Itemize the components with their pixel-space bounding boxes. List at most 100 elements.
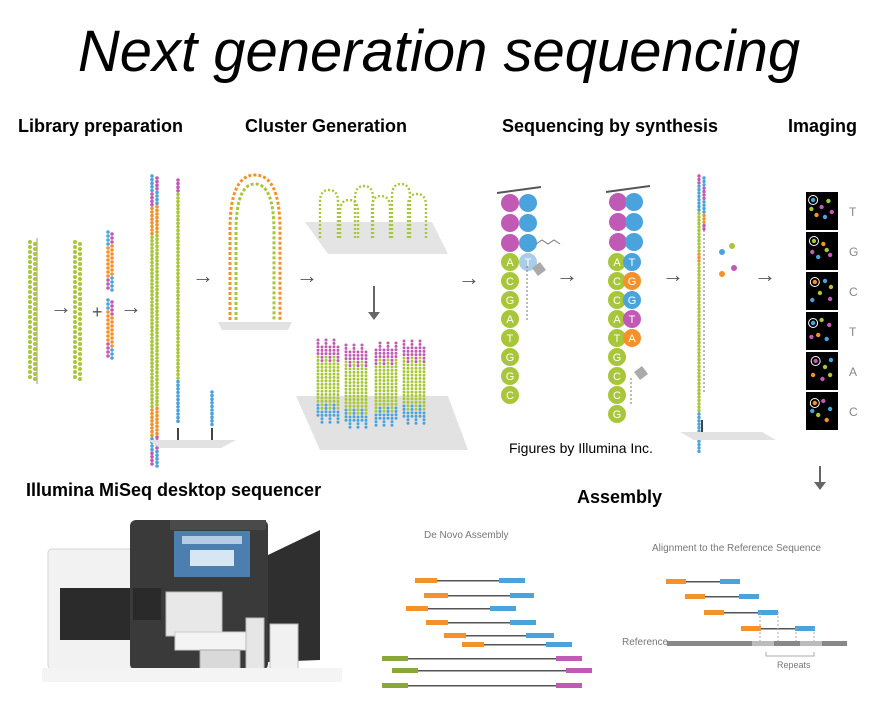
dna-strand-2 [73, 240, 82, 381]
dna-base [414, 421, 418, 425]
dna-base [702, 220, 706, 224]
read-insert [705, 596, 739, 598]
dna-base [344, 350, 348, 354]
dna-base [176, 340, 180, 344]
cluster-signal [827, 406, 833, 412]
dna-base [320, 376, 324, 380]
dna-base [364, 381, 368, 385]
dna-base [364, 370, 368, 374]
read-end-right [720, 579, 740, 584]
dna-base [697, 177, 701, 182]
dna-base [336, 376, 340, 380]
dna-base [28, 300, 32, 304]
dna-base [176, 304, 180, 308]
dna-base [697, 412, 701, 416]
dna-base [155, 381, 159, 386]
dna-base [328, 410, 332, 414]
dna-base [324, 399, 328, 403]
dna-base [697, 415, 701, 420]
read-end-right [546, 642, 572, 647]
dna-base [155, 413, 159, 418]
dna-base [382, 420, 386, 424]
dna-base [386, 413, 390, 417]
dna-base [33, 302, 37, 306]
dna-base [210, 415, 214, 420]
dna-base [356, 394, 360, 398]
dna-base [402, 407, 406, 411]
read-end-right [739, 594, 759, 599]
dna-base [344, 343, 348, 347]
dna-base [33, 362, 37, 366]
dna-base [28, 310, 32, 314]
dna-base [106, 246, 110, 250]
dna-base [414, 370, 418, 374]
nucleotide [501, 367, 519, 385]
cluster-arches [318, 182, 428, 238]
dna-base [328, 406, 332, 410]
dna-base [352, 374, 356, 378]
dna-base [422, 383, 426, 387]
dna-base [73, 375, 77, 379]
dna-base [402, 414, 406, 418]
dna-base [418, 383, 422, 387]
read-end-left [382, 656, 408, 661]
dna-base [697, 395, 701, 399]
dna-base [73, 265, 77, 269]
dna-base [155, 338, 159, 342]
dna-base [402, 359, 406, 363]
dna-base [697, 303, 701, 307]
dna-base [390, 372, 394, 376]
nucleotide-letter: A [628, 333, 636, 345]
dna-base [316, 386, 320, 390]
dna-base [320, 359, 324, 363]
dna-base [344, 401, 348, 405]
dna-base [697, 279, 701, 284]
dna-base [382, 348, 386, 352]
dna-base [332, 410, 336, 414]
dna-base [344, 357, 348, 361]
dna-base [364, 377, 368, 381]
dna-base [360, 374, 364, 378]
dna-base [702, 196, 706, 201]
dna-base [360, 411, 364, 415]
dna-base [344, 380, 348, 384]
dna-base [410, 366, 414, 370]
dna-base [418, 376, 422, 380]
dna-base [150, 397, 154, 402]
dna-base [344, 384, 348, 388]
nucleotide-letter: G [506, 371, 515, 383]
dna-base [402, 366, 406, 370]
bridge-strand-inner [234, 182, 276, 320]
dna-base [394, 399, 398, 403]
dna-base [176, 408, 180, 413]
dna-base [150, 462, 154, 466]
dna-base [410, 346, 414, 350]
dna-base [73, 295, 77, 299]
cluster-signal [822, 278, 828, 284]
imaging-frame [806, 272, 838, 310]
dna-base [394, 348, 398, 352]
dna-base [697, 398, 701, 403]
dna-base [150, 278, 154, 283]
dna-base [348, 384, 352, 388]
dna-base [332, 382, 336, 386]
dna-base [176, 405, 180, 409]
dna-base [348, 367, 352, 371]
dna-base [110, 288, 114, 292]
dna-base [382, 389, 386, 393]
dna-base [73, 345, 77, 349]
dna-base [155, 194, 159, 198]
dna-base [33, 352, 37, 356]
dna-base [422, 366, 426, 370]
step-library-preparation: Library preparation [18, 116, 184, 136]
dna-base [697, 320, 701, 324]
dna-base [410, 411, 414, 415]
dna-base [378, 395, 382, 399]
dna-base [110, 232, 114, 236]
dna-base [410, 397, 414, 401]
read-insert [484, 644, 546, 646]
dna-base [697, 215, 701, 219]
dna-base [155, 374, 159, 378]
read-end-left [424, 593, 448, 598]
